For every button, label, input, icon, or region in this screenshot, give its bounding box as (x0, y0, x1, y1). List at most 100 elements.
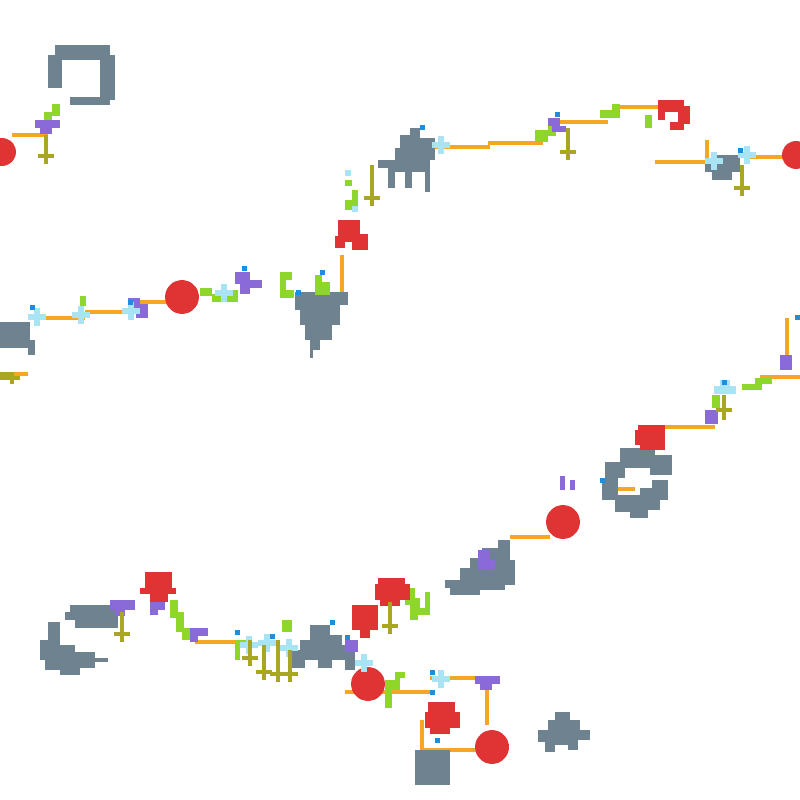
blue-dot (600, 478, 605, 483)
green-vine (385, 672, 405, 708)
purple-crystal (235, 272, 262, 294)
green-vine (405, 588, 430, 620)
olive-cross-marker[interactable] (256, 645, 272, 680)
red-orb[interactable] (635, 425, 665, 450)
red-orb[interactable] (338, 220, 368, 250)
red-orb[interactable] (658, 100, 690, 130)
rock-obstacle[interactable] (48, 45, 115, 105)
green-vine (345, 190, 358, 210)
red-orb[interactable] (351, 667, 385, 701)
path-segment (615, 105, 660, 109)
rock-obstacle[interactable] (65, 605, 118, 628)
olive-cross-marker[interactable] (242, 640, 258, 666)
green-vine (712, 395, 720, 408)
purple-crystal (190, 628, 208, 642)
olive-cross-marker[interactable] (364, 165, 380, 206)
marker-layer (0, 128, 750, 682)
olive-cross-marker[interactable] (270, 640, 286, 682)
rock-obstacle[interactable] (40, 622, 108, 675)
green-vine (80, 296, 86, 306)
olive-cross-marker[interactable] (716, 395, 732, 420)
rock-obstacle[interactable] (290, 625, 355, 670)
rock-obstacle[interactable] (605, 448, 672, 478)
purple-crystal (475, 676, 500, 690)
olive-cross-marker[interactable] (734, 165, 750, 196)
olive-cross-marker[interactable] (0, 372, 20, 384)
olive-cross-marker[interactable] (560, 128, 576, 160)
rock-layer (0, 45, 740, 785)
red-orb[interactable] (140, 572, 176, 602)
blue-dot (795, 315, 800, 320)
vine-layer (44, 104, 772, 708)
red-orb[interactable] (0, 138, 16, 166)
green-vine (535, 124, 556, 142)
olive-cross-marker[interactable] (38, 135, 54, 164)
path-segment (760, 375, 800, 379)
green-vine (200, 288, 225, 302)
purple-crystal (560, 476, 565, 490)
purple-crystal (705, 410, 718, 424)
dot-layer (30, 112, 800, 743)
ice-spark (705, 152, 723, 170)
path-segment (420, 720, 424, 750)
crystal-layer (35, 118, 792, 690)
path-segment (430, 676, 480, 680)
purple-crystal (780, 355, 792, 370)
blue-dot (270, 634, 275, 639)
path-segment (615, 487, 635, 491)
path-segment (85, 310, 130, 314)
purple-crystal (150, 600, 165, 615)
blue-dot (430, 690, 435, 695)
blue-dot (330, 620, 335, 625)
red-orb[interactable] (475, 730, 509, 764)
orb-layer (0, 100, 800, 764)
red-orb[interactable] (375, 578, 410, 606)
purple-crystal (548, 118, 566, 132)
blue-dot (320, 270, 325, 275)
rock-obstacle[interactable] (415, 750, 450, 785)
path-segment (665, 425, 715, 429)
path-segment (560, 120, 608, 124)
path-layer (0, 105, 800, 752)
ice-spark (714, 380, 736, 394)
purple-crystal (345, 640, 358, 652)
blue-dot (555, 112, 560, 117)
olive-cross-marker[interactable] (282, 650, 298, 682)
green-vine (645, 115, 652, 128)
rock-obstacle[interactable] (0, 322, 35, 355)
red-orb[interactable] (165, 280, 199, 314)
blue-dot (128, 300, 133, 305)
green-vine (345, 180, 352, 186)
path-segment (435, 145, 490, 149)
green-vine (170, 600, 190, 640)
rock-obstacle[interactable] (602, 478, 668, 518)
path-segment (745, 155, 785, 159)
path-segment (655, 160, 705, 164)
rock-obstacle[interactable] (295, 292, 348, 358)
red-orb[interactable] (352, 605, 378, 638)
blue-dot (738, 148, 743, 153)
blue-dot (235, 630, 240, 635)
blue-dot (430, 670, 435, 675)
red-orb[interactable] (782, 141, 800, 169)
path-segment (510, 535, 550, 539)
blue-dot (345, 635, 350, 640)
red-orb[interactable] (546, 505, 580, 539)
ice-spark (280, 639, 298, 657)
ice-spark (432, 136, 450, 154)
green-vine (44, 104, 60, 122)
ice-spark (345, 170, 351, 176)
ice-spark (738, 146, 756, 164)
rock-obstacle[interactable] (378, 128, 435, 192)
path-segment (485, 690, 489, 725)
red-orb[interactable] (425, 702, 460, 734)
olive-cross-marker[interactable] (114, 612, 130, 642)
ice-spark (122, 302, 140, 320)
olive-cross-marker[interactable] (382, 602, 398, 634)
red-orb[interactable] (335, 236, 345, 248)
blue-dot (722, 380, 727, 385)
blue-dot (420, 125, 425, 130)
rock-obstacle[interactable] (538, 712, 590, 752)
green-vine (280, 272, 294, 298)
